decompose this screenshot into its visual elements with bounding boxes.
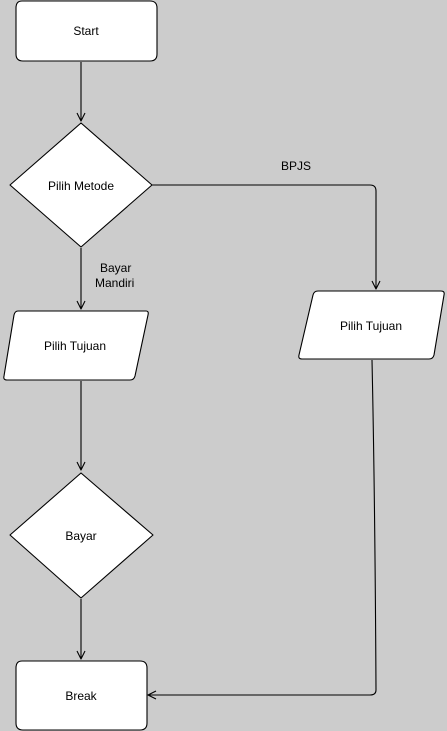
edge-pilih-tujuan-to-bayar: [76, 381, 86, 471]
node-break-label: Break: [65, 689, 97, 703]
node-pilih-metode-label: Pilih Metode: [48, 179, 114, 193]
node-start[interactable]: Start: [15, 0, 158, 62]
edge-bpjs-label: BPJS: [281, 159, 311, 173]
node-pilih-tujuan-left[interactable]: Pilih Tujuan: [3, 310, 149, 381]
node-pilih-tujuan-left-label: Pilih Tujuan: [44, 339, 106, 353]
edge-bayar-mandiri: Bayar Mandiri: [76, 248, 134, 310]
edge-bayar-mandiri-label-line2: Mandiri: [95, 276, 134, 290]
arrowhead: [76, 461, 86, 471]
edge-bayar-mandiri-label-line1: Bayar: [100, 261, 131, 275]
arrowhead: [76, 112, 86, 122]
arrowhead: [76, 300, 86, 310]
edge-bpjs: BPJS: [152, 159, 381, 290]
node-start-label: Start: [73, 24, 99, 38]
node-pilih-tujuan-right-label: Pilih Tujuan: [340, 319, 402, 333]
node-pilih-metode[interactable]: Pilih Metode: [9, 122, 153, 248]
node-pilih-tujuan-right[interactable]: Pilih Tujuan: [298, 290, 445, 360]
arrowhead: [147, 690, 157, 700]
node-bayar[interactable]: Bayar: [9, 472, 154, 599]
edge-pilih-tujuan-right-to-break: [147, 359, 377, 700]
arrowhead: [371, 280, 381, 290]
node-break[interactable]: Break: [15, 660, 148, 731]
edge-bayar-to-break: [76, 599, 86, 660]
arrowhead: [76, 650, 86, 660]
node-bayar-label: Bayar: [65, 529, 96, 543]
edge-start-to-pilih-metode: [76, 62, 86, 122]
